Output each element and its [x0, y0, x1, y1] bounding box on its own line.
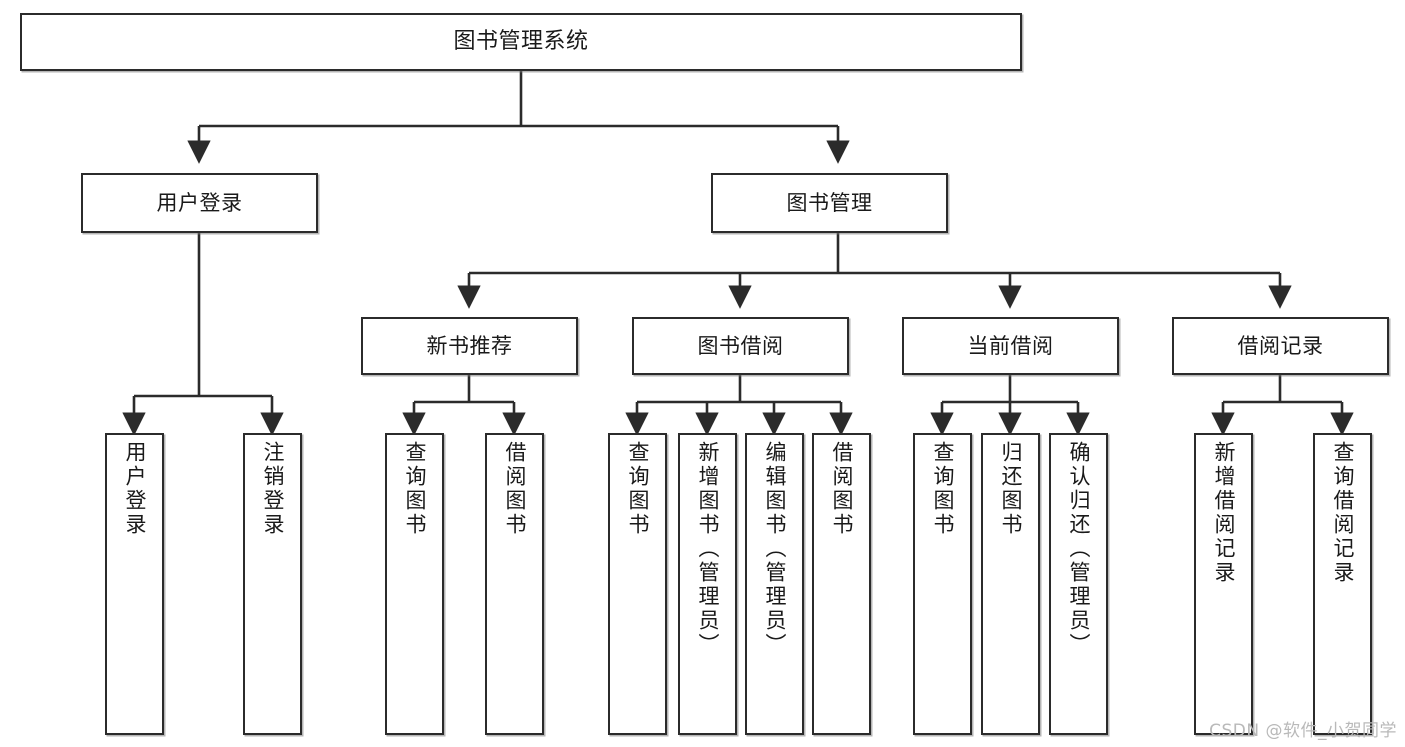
leaf-record-query-borrow-record[interactable]: 查询借阅记录	[1313, 433, 1372, 735]
node-label: 图书管理系统	[453, 29, 589, 55]
node-book-borrow[interactable]: 图书借阅	[632, 317, 849, 375]
node-label: 查询借阅记录	[1331, 441, 1355, 585]
leaf-current-query-book[interactable]: 查询图书	[913, 433, 972, 735]
node-label: 新增图书（管理员）	[696, 441, 720, 657]
node-label: 编辑图书（管理员）	[763, 441, 787, 657]
node-label: 图书管理	[786, 190, 873, 215]
node-borrow-record[interactable]: 借阅记录	[1172, 317, 1389, 375]
leaf-borrow-query-book[interactable]: 查询图书	[608, 433, 667, 735]
node-label: 用户登录	[156, 190, 243, 215]
leaf-borrow-edit-book-admin[interactable]: 编辑图书（管理员）	[745, 433, 804, 735]
node-label: 查询图书	[931, 441, 955, 537]
leaf-borrow-add-book-admin[interactable]: 新增图书（管理员）	[678, 433, 737, 735]
leaf-record-add-borrow-record[interactable]: 新增借阅记录	[1194, 433, 1253, 735]
leaf-user-login-signin[interactable]: 用户登录	[105, 433, 164, 735]
leaf-borrow-borrow-book[interactable]: 借阅图书	[812, 433, 871, 735]
node-label: 借阅记录	[1237, 333, 1324, 358]
leaf-recommend-query-book[interactable]: 查询图书	[385, 433, 444, 735]
node-label: 图书借阅	[697, 333, 784, 358]
node-label: 确认归还（管理员）	[1067, 441, 1091, 657]
node-book-management[interactable]: 图书管理	[711, 173, 948, 233]
leaf-current-confirm-return-admin[interactable]: 确认归还（管理员）	[1049, 433, 1108, 735]
node-label: 查询图书	[403, 441, 427, 537]
leaf-recommend-borrow-book[interactable]: 借阅图书	[485, 433, 544, 735]
node-label: 新书推荐	[426, 333, 513, 358]
leaf-user-login-signout[interactable]: 注销登录	[243, 433, 302, 735]
node-current-borrow[interactable]: 当前借阅	[902, 317, 1119, 375]
node-label: 归还图书	[999, 441, 1023, 537]
node-label: 当前借阅	[967, 333, 1054, 358]
node-label: 查询图书	[626, 441, 650, 537]
leaf-current-return-book[interactable]: 归还图书	[981, 433, 1040, 735]
node-root-book-management-system[interactable]: 图书管理系统	[20, 13, 1022, 71]
node-label: 新增借阅记录	[1212, 441, 1236, 585]
node-new-book-recommend[interactable]: 新书推荐	[361, 317, 578, 375]
node-label: 借阅图书	[503, 441, 527, 537]
node-label: 注销登录	[261, 441, 285, 537]
node-label: 借阅图书	[830, 441, 854, 537]
node-user-login[interactable]: 用户登录	[81, 173, 318, 233]
node-label: 用户登录	[123, 441, 147, 537]
